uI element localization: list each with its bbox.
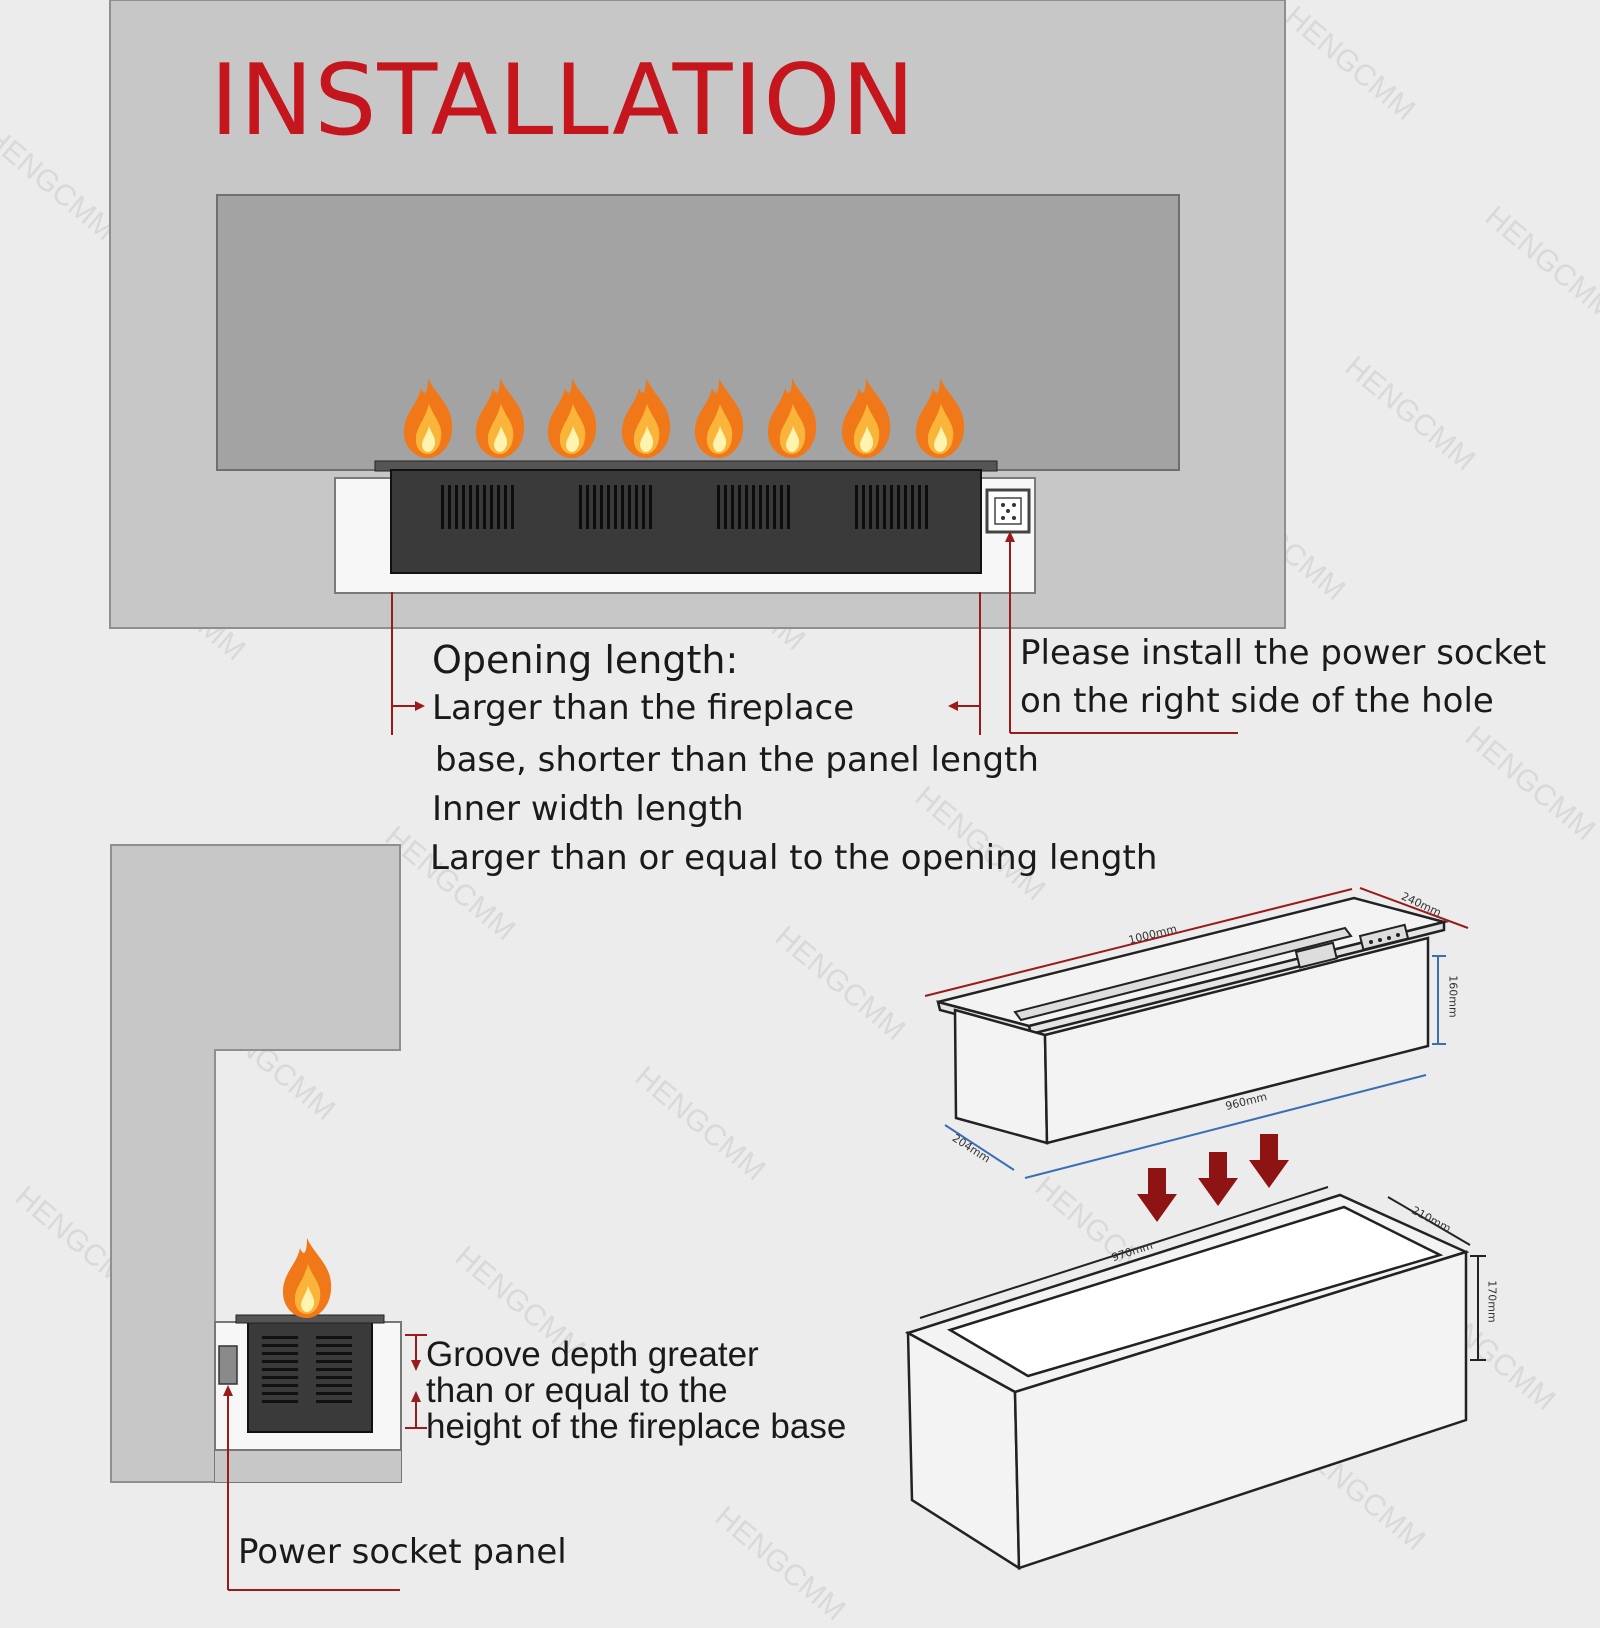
inner-width-heading: Inner width length bbox=[432, 789, 744, 829]
fireplace-base bbox=[390, 469, 982, 574]
opening-length-text: base, shorter than the panel length bbox=[435, 740, 1039, 780]
dimension-box-height: 170mm bbox=[1485, 1280, 1499, 1323]
power-socket-icon bbox=[985, 488, 1031, 534]
power-socket-note: Please install the power socket bbox=[1020, 633, 1547, 673]
opening-length-heading: Opening length: bbox=[432, 638, 739, 682]
flame-icon bbox=[282, 1238, 332, 1318]
page-title: INSTALLATION bbox=[210, 44, 916, 158]
arrow-head bbox=[411, 1391, 421, 1402]
wall-cross-section bbox=[110, 844, 401, 1483]
groove-depth-note: height of the fireplace base bbox=[426, 1407, 847, 1446]
groove-dimension-lines bbox=[227, 1334, 427, 1591]
down-arrow-icon bbox=[1249, 1134, 1289, 1188]
unit-dimension-lines bbox=[924, 887, 1469, 1179]
opening-dimension-lines bbox=[391, 538, 1238, 735]
power-socket-panel-label: Power socket panel bbox=[238, 1532, 567, 1572]
down-arrow-icon bbox=[1137, 1168, 1177, 1222]
dimension-height: 160mm bbox=[1446, 975, 1460, 1018]
down-arrow-icon bbox=[1198, 1152, 1238, 1206]
arrow-head bbox=[415, 701, 425, 711]
socket-panel-box bbox=[218, 1345, 238, 1385]
groove-depth-note: Groove depth greater bbox=[426, 1335, 759, 1374]
box-dimension-lines bbox=[919, 1186, 1486, 1361]
arrow-head bbox=[223, 1385, 233, 1396]
wall-lower-fill bbox=[215, 1450, 401, 1482]
arrow-head bbox=[411, 1360, 421, 1371]
groove-depth-note: than or equal to the bbox=[426, 1371, 728, 1410]
cross-section-vents bbox=[262, 1336, 352, 1403]
opening-length-text: Larger than the fireplace bbox=[432, 688, 855, 728]
recess-box-isometric bbox=[904, 1193, 1470, 1571]
arrow-head bbox=[948, 701, 958, 711]
inner-width-text: Larger than or equal to the opening leng… bbox=[430, 838, 1158, 878]
control-buttons bbox=[1369, 933, 1400, 944]
power-socket-note: on the right side of the hole bbox=[1020, 681, 1494, 721]
fireplace-unit-isometric bbox=[936, 896, 1449, 1145]
arrow-head bbox=[1005, 531, 1015, 542]
